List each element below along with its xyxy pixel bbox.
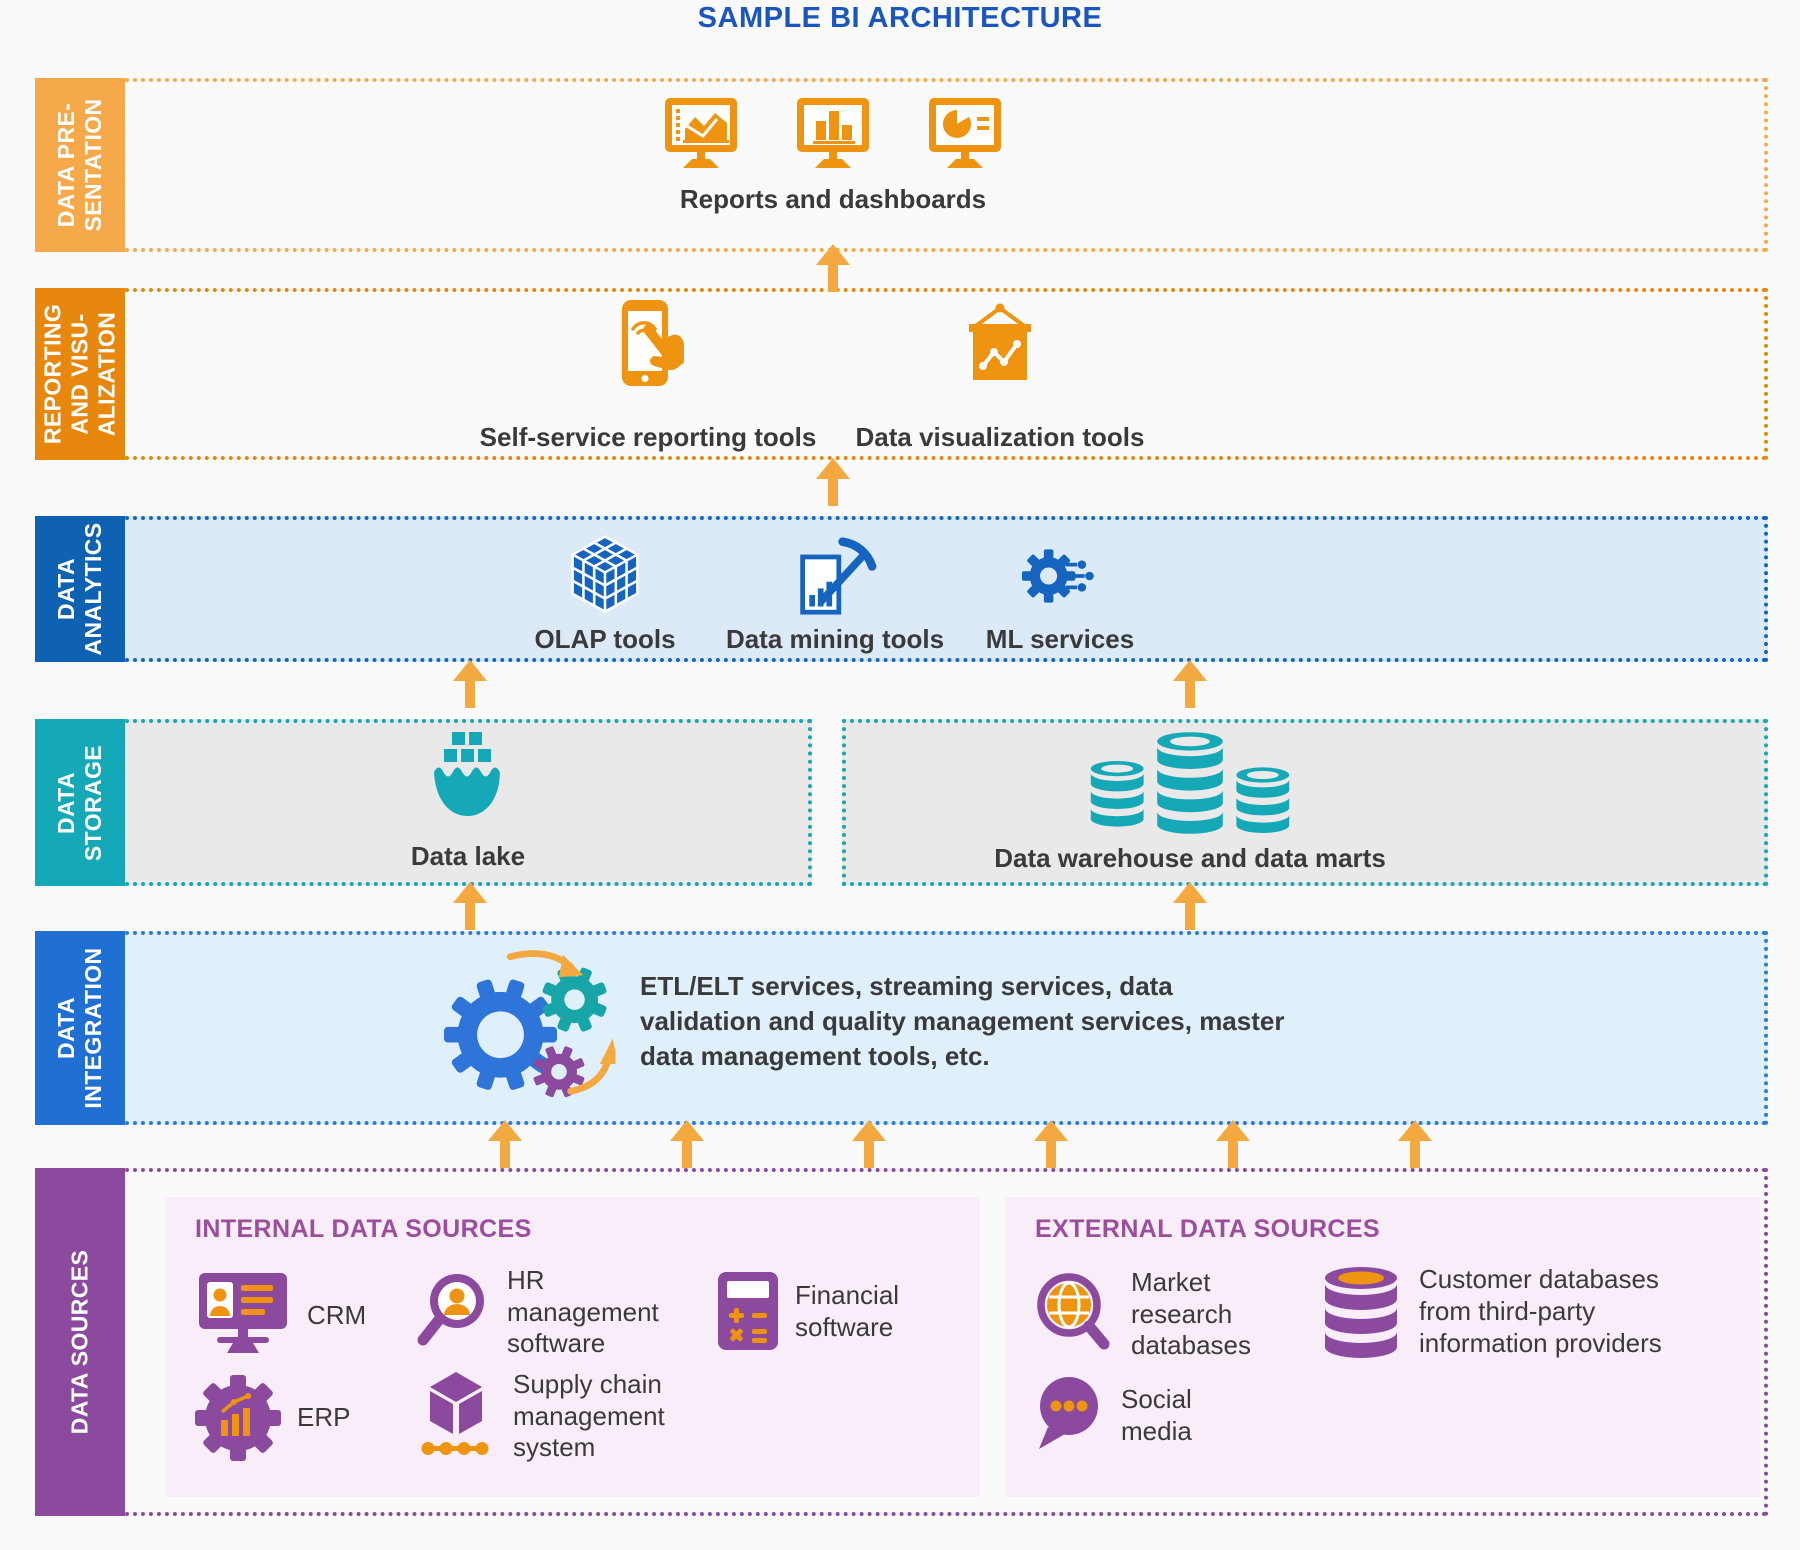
social-media-icon: [1039, 1377, 1098, 1449]
hr-magnifier-icon: [417, 1273, 484, 1346]
reporting-box: [125, 288, 1768, 460]
source-item-social-media: Social media: [1035, 1375, 1211, 1457]
tab-label: DATA STORAGE: [52, 744, 106, 861]
crm-monitor-icon: [199, 1273, 287, 1353]
source-item-label: ERP: [297, 1402, 351, 1433]
up-arrow-icon: [815, 458, 851, 506]
caption-data-mining: Data mining tools: [725, 624, 945, 654]
source-item-crm: CRM: [195, 1273, 366, 1359]
tab-data-presentation: DATA PRE- SENTATION: [35, 78, 125, 252]
data-mining-icon: [800, 537, 877, 615]
layer-data-presentation: DATA PRE- SENTATION: [0, 78, 1800, 252]
layer-data-analytics: DATA ANALYTICS: [0, 516, 1800, 662]
layer-data-storage: DATA STORAGE Data lake Data warehouse an…: [0, 719, 1800, 886]
caption-data-warehouse: Data warehouse and data marts: [994, 843, 1386, 873]
monitor-bar-chart-icon: [797, 98, 869, 168]
monitor-line-chart-icon: [665, 98, 737, 168]
tab-label: DATA PRE- SENTATION: [52, 98, 106, 232]
up-arrow-icon: [669, 1120, 705, 1168]
source-item-label: HR management software: [507, 1265, 659, 1359]
up-arrow-icon: [851, 1120, 887, 1168]
source-item-supply-chain: Supply chain management system: [415, 1369, 678, 1464]
up-arrow-icon: [1033, 1120, 1069, 1168]
calculator-icon: [718, 1272, 778, 1350]
tab-label: DATA ANALYTICS: [52, 522, 106, 656]
layer-reporting-visualization: REPORTING AND VISU- ALIZATION Self-servi…: [0, 288, 1800, 460]
olap-cube-icon: [571, 535, 639, 614]
up-arrow-icon: [1397, 1120, 1433, 1168]
caption-self-service-reporting: Self-service reporting tools: [479, 422, 817, 452]
up-arrow-icon: [1215, 1120, 1251, 1168]
source-item-label: Financial software: [795, 1280, 900, 1342]
source-item-label: Social media: [1121, 1384, 1192, 1446]
source-item-customer-databases: Customer databases from third-party info…: [1321, 1263, 1709, 1361]
tab-data-sources: DATA SOURCES: [35, 1168, 125, 1516]
ml-gear-icon: [1021, 549, 1094, 603]
up-arrow-icon: [1172, 882, 1208, 930]
source-item-label: Market research databases: [1131, 1267, 1251, 1361]
tab-data-analytics: DATA ANALYTICS: [35, 516, 125, 662]
gears-icon: [443, 950, 616, 1098]
caption-data-lake: Data lake: [410, 841, 526, 871]
source-item-label: CRM: [307, 1300, 367, 1331]
analytics-box: [125, 516, 1768, 662]
presentation-box: [125, 78, 1768, 252]
external-sources-heading: EXTERNAL DATA SOURCES: [1035, 1215, 1380, 1243]
integration-box: [125, 931, 1768, 1125]
up-arrow-icon: [487, 1120, 523, 1168]
supply-chain-icon: [421, 1371, 489, 1455]
tab-data-storage: DATA STORAGE: [35, 719, 125, 886]
internal-sources-panel: INTERNAL DATA SOURCES CRM: [165, 1197, 980, 1497]
internal-sources-heading: INTERNAL DATA SOURCES: [195, 1215, 532, 1243]
tablet-touch-icon: [622, 300, 684, 386]
caption-data-visualization: Data visualization tools: [855, 422, 1145, 452]
database-stack-icon: [1090, 732, 1290, 834]
tab-label: DATA SOURCES: [66, 1249, 93, 1435]
market-research-icon: [1037, 1272, 1110, 1350]
caption-reports-dashboards: Reports and dashboards: [679, 184, 987, 214]
sources-box: [125, 1168, 1768, 1516]
tab-label: DATA INTEGRATION: [52, 947, 106, 1109]
external-sources-panel: EXTERNAL DATA SOURCES Market research da…: [1005, 1197, 1760, 1497]
caption-olap-tools: OLAP tools: [534, 624, 676, 654]
up-arrow-icon: [815, 244, 851, 292]
page-title: SAMPLE BI ARCHITECTURE: [697, 2, 1103, 34]
tab-label: REPORTING AND VISU- ALIZATION: [39, 303, 120, 445]
layer-data-sources: DATA SOURCES INTERNAL DATA SOURCES: [0, 1168, 1800, 1516]
source-item-market-research: Market research databases: [1033, 1267, 1261, 1362]
data-warehouse-box: [842, 719, 1768, 886]
erp-gear-icon: [195, 1375, 281, 1461]
up-arrow-icon: [452, 882, 488, 930]
source-item-financial: Financial software: [717, 1271, 905, 1353]
source-item-erp: ERP: [195, 1375, 350, 1461]
source-item-label: Supply chain management system: [513, 1369, 665, 1463]
data-lake-icon: [434, 732, 500, 816]
source-item-hr: HR management software: [415, 1265, 659, 1360]
tab-reporting-visualization: REPORTING AND VISU- ALIZATION: [35, 288, 125, 460]
tab-data-integration: DATA INTEGRATION: [35, 931, 125, 1125]
layer-data-integration: DATA INTEGRATION: [0, 931, 1800, 1125]
customer-database-icon: [1325, 1267, 1397, 1358]
framed-chart-icon: [969, 303, 1031, 380]
caption-ml-services: ML services: [985, 624, 1135, 654]
monitor-pie-chart-icon: [929, 98, 1001, 168]
up-arrow-icon: [452, 660, 488, 708]
integration-description: ETL/ELT services, streaming services, da…: [640, 971, 1285, 1072]
up-arrow-icon: [1172, 660, 1208, 708]
source-item-label: Customer databases from third-party info…: [1419, 1264, 1662, 1358]
